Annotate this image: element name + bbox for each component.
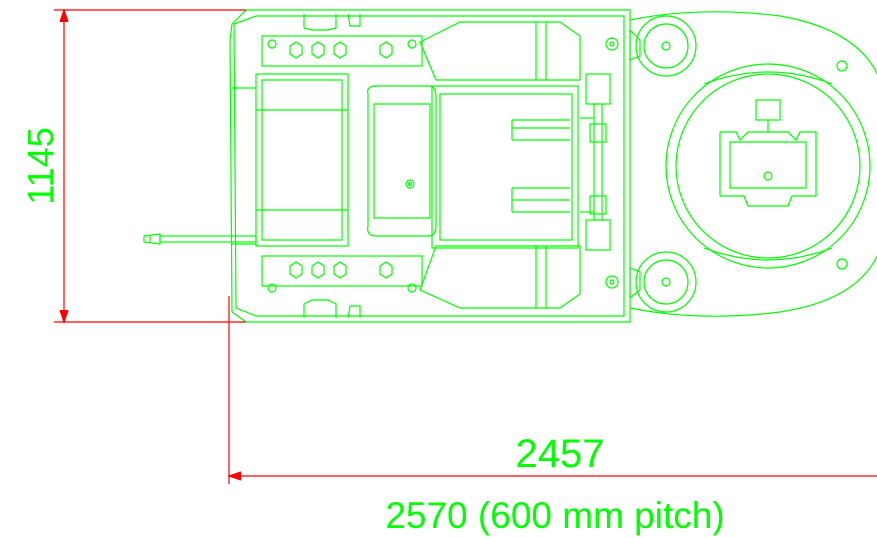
chassis-inner-outline: [233, 15, 625, 317]
chassis-outline: [229, 9, 631, 323]
height-arrow-top: [59, 8, 69, 23]
tow-bar: [143, 233, 257, 245]
bottom-rail: [261, 255, 423, 287]
width-arrow-left: [227, 471, 242, 481]
bottom-handle-right: [347, 305, 361, 319]
machine-top-view: [143, 9, 877, 323]
dimension-lines: [54, 8, 877, 484]
bottom-handle-left: [303, 299, 337, 318]
height-dimension-label: 1145: [20, 127, 61, 204]
floor-frame: [419, 21, 581, 309]
bottom-bolts: [267, 261, 417, 293]
top-handle-left: [303, 14, 337, 31]
width-dimension-label: 2457: [516, 432, 605, 476]
top-handle-right: [347, 13, 361, 27]
deck-mount: [719, 131, 817, 207]
height-arrow-bottom: [59, 309, 69, 324]
top-rail: [261, 35, 423, 67]
front-wheel-top: [605, 15, 697, 77]
steering-rack: [580, 73, 611, 251]
overall-dimension-label: 2570 (600 mm pitch): [385, 495, 724, 536]
cutting-deck: [629, 11, 877, 317]
battery-cover-inner: [261, 79, 343, 241]
front-wheel-bottom: [605, 251, 697, 313]
top-bolts: [267, 39, 417, 59]
battery-cover: [255, 73, 349, 247]
operator-seat: [367, 85, 437, 237]
